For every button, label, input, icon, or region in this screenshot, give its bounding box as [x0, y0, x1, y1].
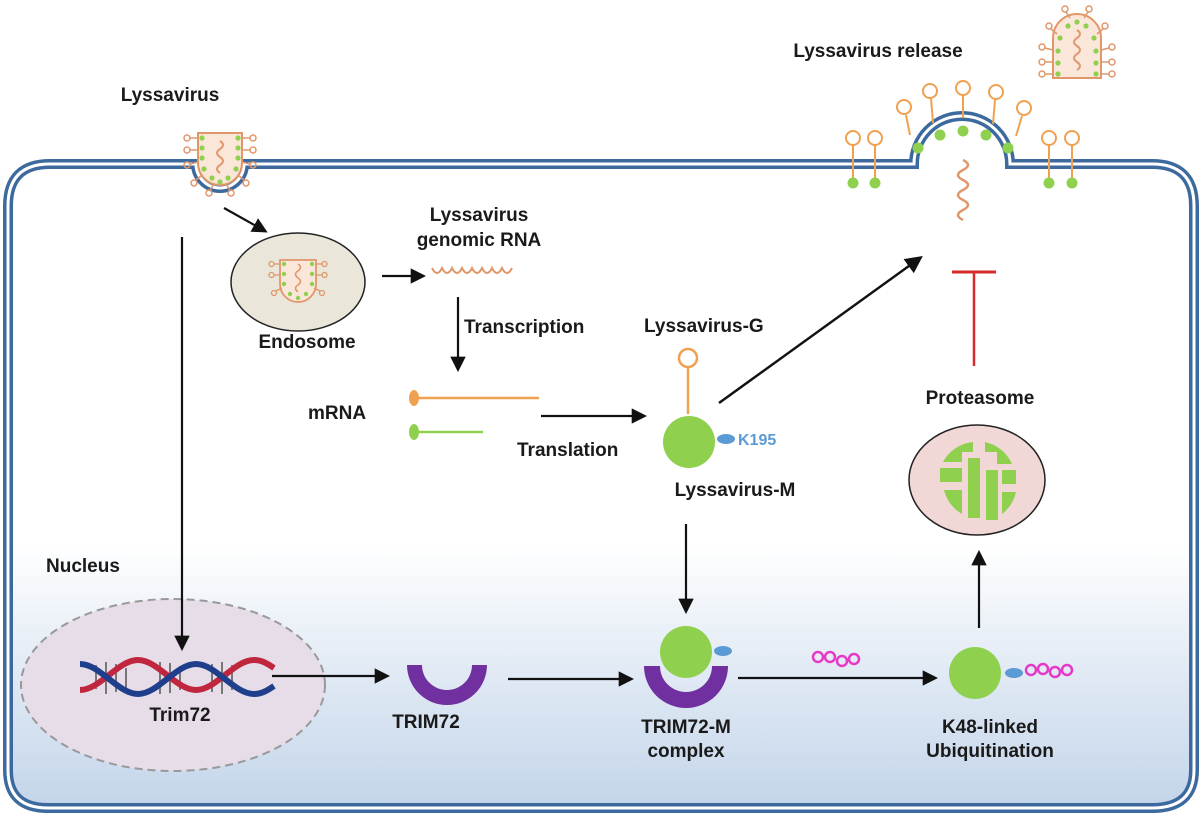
- trim72-icon: [407, 665, 487, 705]
- mrna-icon: [409, 390, 539, 440]
- endosome-icon: [230, 232, 366, 332]
- g-protein-icon: [677, 347, 699, 414]
- inhibition-bar: [952, 270, 996, 366]
- released-virion-icon: [1038, 5, 1116, 79]
- nucleus-label: Nucleus: [46, 556, 120, 577]
- complex-label-line1: TRIM72-M: [641, 717, 731, 738]
- rna-squiggle-icon: [431, 265, 513, 274]
- endosome-label: Endosome: [258, 332, 355, 353]
- m-protein-icon: [663, 416, 715, 468]
- mrna-label: mRNA: [308, 403, 366, 424]
- dna-helix-icon: [79, 656, 276, 698]
- proteasome-label: Proteasome: [926, 388, 1035, 409]
- ubiquitinated-m-icon: [949, 647, 1074, 699]
- budding-g-proteins: [845, 80, 1080, 182]
- rna-label-line1: Lyssavirus: [430, 205, 529, 226]
- translation-label: Translation: [517, 440, 618, 461]
- trim72-m-complex-icon: [644, 626, 732, 708]
- ubiq-label-line1: K48-linked: [942, 717, 1038, 738]
- virus-label: Lyssavirus: [121, 85, 220, 106]
- k195-label: K195: [738, 432, 776, 449]
- budding-rna-icon: [956, 158, 970, 222]
- ubiq-label-line2: Ubiquitination: [926, 741, 1054, 762]
- complex-label-line2: complex: [647, 741, 725, 762]
- arrow-to-release: [718, 255, 923, 405]
- budding-site: [845, 80, 1080, 222]
- gene-label: Trim72: [149, 705, 210, 726]
- rna-label-line2: genomic RNA: [417, 230, 542, 251]
- ubiquitin-chain-icon: [811, 650, 861, 668]
- protein-g-label: Lyssavirus-G: [644, 316, 764, 337]
- arrow-membrane-to-endosome: [223, 207, 268, 233]
- proteasome-icon: [908, 424, 1046, 536]
- trim72-label: TRIM72: [392, 712, 460, 733]
- transcription-label: Transcription: [464, 317, 584, 338]
- k195-site-icon: [717, 434, 735, 444]
- release-label: Lyssavirus release: [793, 41, 962, 62]
- nucleus-icon: [20, 598, 326, 772]
- budding-m-proteins: [847, 125, 1078, 189]
- virion-icon: [183, 132, 257, 197]
- protein-m-label: Lyssavirus-M: [675, 480, 796, 501]
